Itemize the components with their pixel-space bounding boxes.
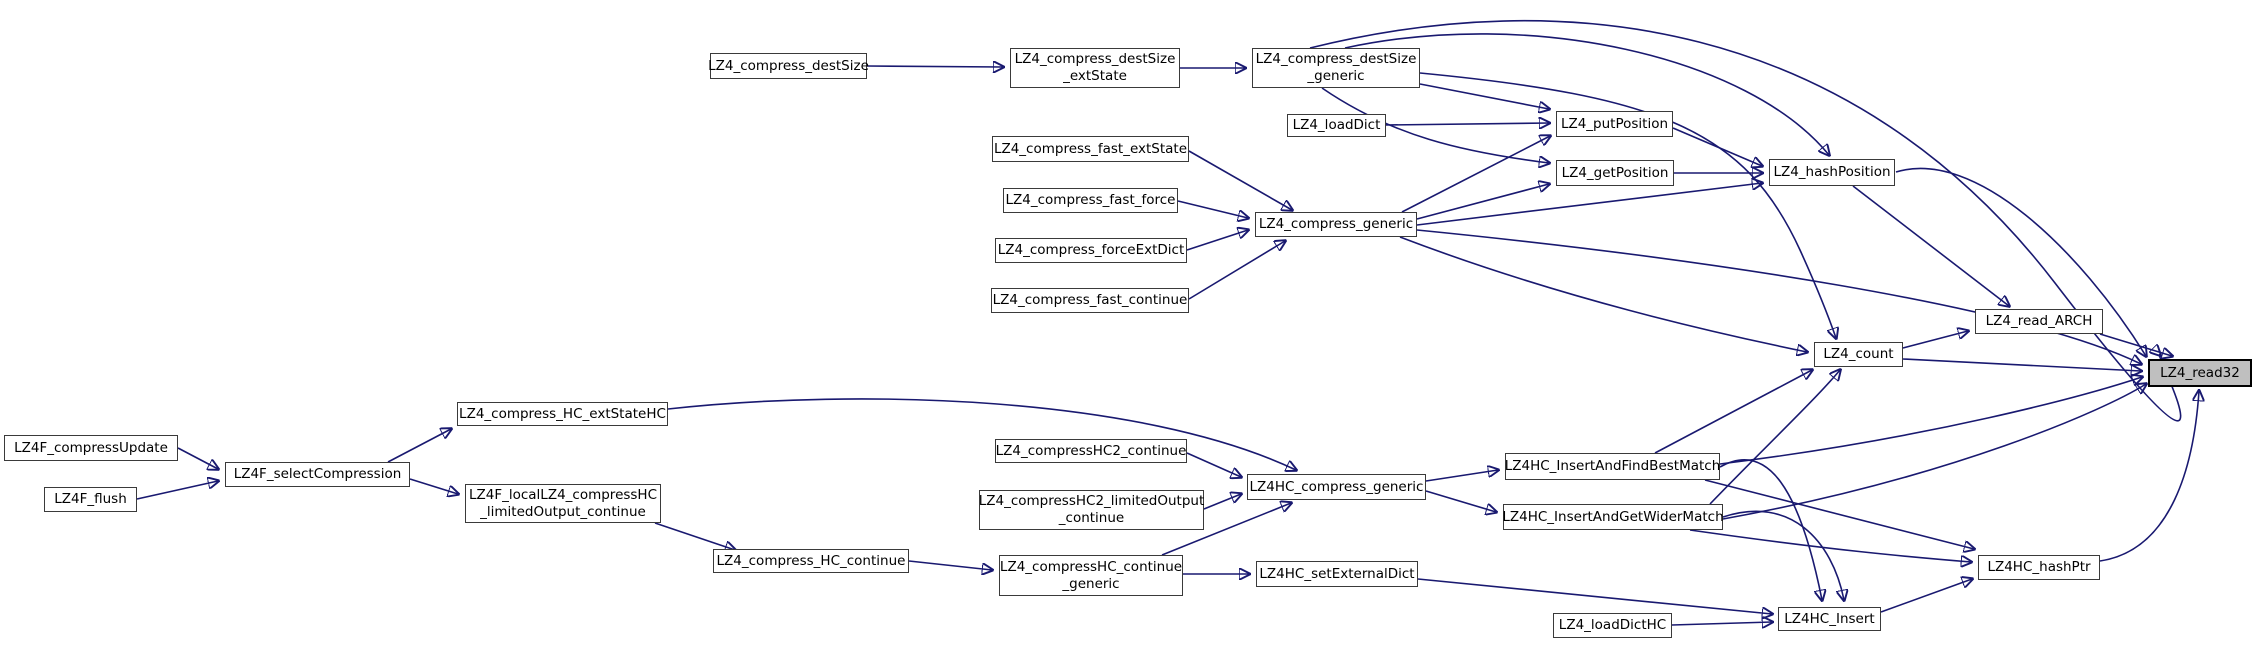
edge-LZ4HC_InsertAndFindBestMatch--LZ4HC_hashPtr <box>1704 479 1974 549</box>
edge-LZ4_compress_HC_continue--LZ4_compressHC_continue_generic <box>908 560 992 570</box>
node-LZ4HC_hashPtr[interactable]: LZ4HC_hashPtr <box>1978 555 2100 580</box>
edge-LZ4_hashPosition--LZ4_read32 <box>1895 167 2146 356</box>
edge-LZ4HC_InsertAndGetWiderMatch--LZ4HC_Insert <box>1722 510 1844 600</box>
node-LZ4F_selectCompression[interactable]: LZ4F_selectCompression <box>225 462 410 487</box>
edge-LZ4_compressHC2_limitedOutput_continue--LZ4HC_compress_generic <box>1203 494 1241 510</box>
edge-LZ4_compress_destSize_generic--LZ4_hashPosition <box>1344 33 1829 155</box>
edge-LZ4_compress_generic--LZ4_putPosition <box>1401 136 1550 213</box>
edge-LZ4HC_InsertAndFindBestMatch--LZ4_read32 <box>1719 377 2142 465</box>
node-LZ4_putPosition[interactable]: LZ4_putPosition <box>1556 111 1673 137</box>
edge-LZ4_loadDictHC--LZ4HC_Insert <box>1671 622 1772 625</box>
node-LZ4_compress_forceExtDict[interactable]: LZ4_compress_forceExtDict <box>995 238 1187 263</box>
edge-LZ4_compress_destSize--LZ4_compress_destSize_extState <box>866 66 1003 67</box>
node-LZ4_compress_HC_continue[interactable]: LZ4_compress_HC_continue <box>713 549 909 573</box>
node-LZ4_compress_destSize_extState[interactable]: LZ4_compress_destSize _extState <box>1010 48 1180 88</box>
node-LZ4_compress_generic[interactable]: LZ4_compress_generic <box>1255 212 1417 237</box>
edge-LZ4_compress_generic--LZ4_hashPosition <box>1416 183 1762 226</box>
edge-LZ4_compressHC_continue_generic--LZ4HC_compress_generic <box>1161 503 1291 556</box>
edge-LZ4F_selectCompression--LZ4F_localLZ4_compressHC_limitedOutput_continue <box>409 478 458 494</box>
node-LZ4HC_setExternalDict[interactable]: LZ4HC_setExternalDict <box>1256 561 1418 587</box>
node-LZ4_compress_fast_continue[interactable]: LZ4_compress_fast_continue <box>991 288 1189 313</box>
node-LZ4_hashPosition[interactable]: LZ4_hashPosition <box>1769 159 1895 186</box>
edge-LZ4_compress_fast_continue--LZ4_compress_generic <box>1188 241 1285 300</box>
edge-LZ4F_selectCompression--LZ4_compress_HC_extStateHC <box>387 429 451 463</box>
node-LZ4HC_Insert[interactable]: LZ4HC_Insert <box>1778 607 1881 631</box>
edge-LZ4_compress_destSize_generic--LZ4_read32 <box>1309 19 2182 422</box>
node-LZ4HC_compress_generic[interactable]: LZ4HC_compress_generic <box>1247 474 1426 500</box>
edge-LZ4_compress_forceExtDict--LZ4_compress_generic <box>1186 230 1248 251</box>
node-LZ4_count[interactable]: LZ4_count <box>1814 342 1903 367</box>
edge-LZ4_compress_HC_extStateHC--LZ4HC_compress_generic <box>667 398 1296 470</box>
node-LZ4HC_InsertAndGetWiderMatch[interactable]: LZ4HC_InsertAndGetWiderMatch <box>1502 504 1724 530</box>
node-LZ4_compress_fast_extState[interactable]: LZ4_compress_fast_extState <box>992 136 1189 162</box>
edge-LZ4_compress_generic--LZ4_read32 <box>1416 229 2141 364</box>
edge-LZ4HC_hashPtr--LZ4_read32 <box>2099 391 2199 562</box>
edge-LZ4_count--LZ4_read32 <box>1902 358 2141 371</box>
edge-LZ4HC_compress_generic--LZ4HC_InsertAndFindBestMatch <box>1425 470 1498 482</box>
edge-LZ4_compress_destSize_generic--LZ4_getPosition <box>1321 87 1549 163</box>
edge-LZ4F_compressUpdate--LZ4F_selectCompression <box>177 447 218 469</box>
node-LZ4_compress_destSize[interactable]: LZ4_compress_destSize <box>708 53 869 79</box>
edge-LZ4_putPosition--LZ4_hashPosition <box>1672 127 1762 166</box>
node-LZ4F_compressUpdate[interactable]: LZ4F_compressUpdate <box>4 435 178 461</box>
edge-LZ4HC_InsertAndGetWiderMatch--LZ4HC_hashPtr <box>1689 529 1971 562</box>
edge-LZ4F_flush--LZ4F_selectCompression <box>136 481 218 500</box>
node-LZ4_loadDictHC[interactable]: LZ4_loadDictHC <box>1553 613 1672 638</box>
edge-LZ4HC_setExternalDict--LZ4HC_Insert <box>1417 578 1772 614</box>
node-LZ4_compressHC_continue_generic[interactable]: LZ4_compressHC_continue _generic <box>999 555 1183 596</box>
edge-LZ4_hashPosition--LZ4_read_ARCH <box>1852 185 2009 306</box>
edge-LZ4_loadDict--LZ4_putPosition <box>1385 123 1549 125</box>
node-LZ4_compress_HC_extStateHC[interactable]: LZ4_compress_HC_extStateHC <box>457 402 668 426</box>
node-LZ4_compress_destSize_generic[interactable]: LZ4_compress_destSize _generic <box>1252 48 1420 88</box>
node-LZ4F_flush[interactable]: LZ4F_flush <box>44 487 137 512</box>
edge-LZ4HC_InsertAndFindBestMatch--LZ4HC_Insert <box>1719 459 1822 600</box>
edge-LZ4_count--LZ4_read_ARCH <box>1902 331 1968 349</box>
edge-LZ4HC_InsertAndGetWiderMatch--LZ4_read32 <box>1722 384 2146 520</box>
edge-LZ4_compress_generic--LZ4_count <box>1399 236 1807 352</box>
edge-LZ4_compress_fast_force--LZ4_compress_generic <box>1177 200 1248 218</box>
node-LZ4_read32[interactable]: LZ4_read32 <box>2148 359 2252 387</box>
node-LZ4_loadDict[interactable]: LZ4_loadDict <box>1287 114 1386 137</box>
node-LZ4F_localLZ4_compressHC_limitedOutput_continue[interactable]: LZ4F_localLZ4_compressHC _limitedOutput_… <box>465 484 661 523</box>
edge-LZ4HC_InsertAndFindBestMatch--LZ4_count <box>1654 370 1812 454</box>
node-LZ4_compressHC2_limitedOutput_continue[interactable]: LZ4_compressHC2_limitedOutput _continue <box>979 490 1204 530</box>
edge-LZ4_read_ARCH--LZ4_read32 <box>2099 333 2172 356</box>
edge-LZ4HC_Insert--LZ4HC_hashPtr <box>1880 579 1972 613</box>
edge-LZ4_compressHC2_continue--LZ4HC_compress_generic <box>1186 452 1241 477</box>
node-LZ4_compress_fast_force[interactable]: LZ4_compress_fast_force <box>1003 188 1178 213</box>
node-LZ4_getPosition[interactable]: LZ4_getPosition <box>1556 160 1674 186</box>
node-LZ4_compressHC2_continue[interactable]: LZ4_compressHC2_continue <box>995 439 1187 463</box>
edge-LZ4_compress_destSize_generic--LZ4_putPosition <box>1419 83 1549 109</box>
edge-LZ4_compress_fast_extState--LZ4_compress_generic <box>1188 150 1292 210</box>
node-LZ4_read_ARCH[interactable]: LZ4_read_ARCH <box>1975 309 2103 334</box>
edge-LZ4HC_InsertAndGetWiderMatch--LZ4_count <box>1709 370 1840 505</box>
edge-LZ4HC_compress_generic--LZ4HC_InsertAndGetWiderMatch <box>1425 490 1496 512</box>
node-LZ4HC_InsertAndFindBestMatch[interactable]: LZ4HC_InsertAndFindBestMatch <box>1505 453 1720 480</box>
edge-LZ4F_localLZ4_compressHC_limitedOutput_continue--LZ4_compress_HC_continue <box>654 522 735 550</box>
edge-LZ4_compress_generic--LZ4_getPosition <box>1416 184 1549 220</box>
